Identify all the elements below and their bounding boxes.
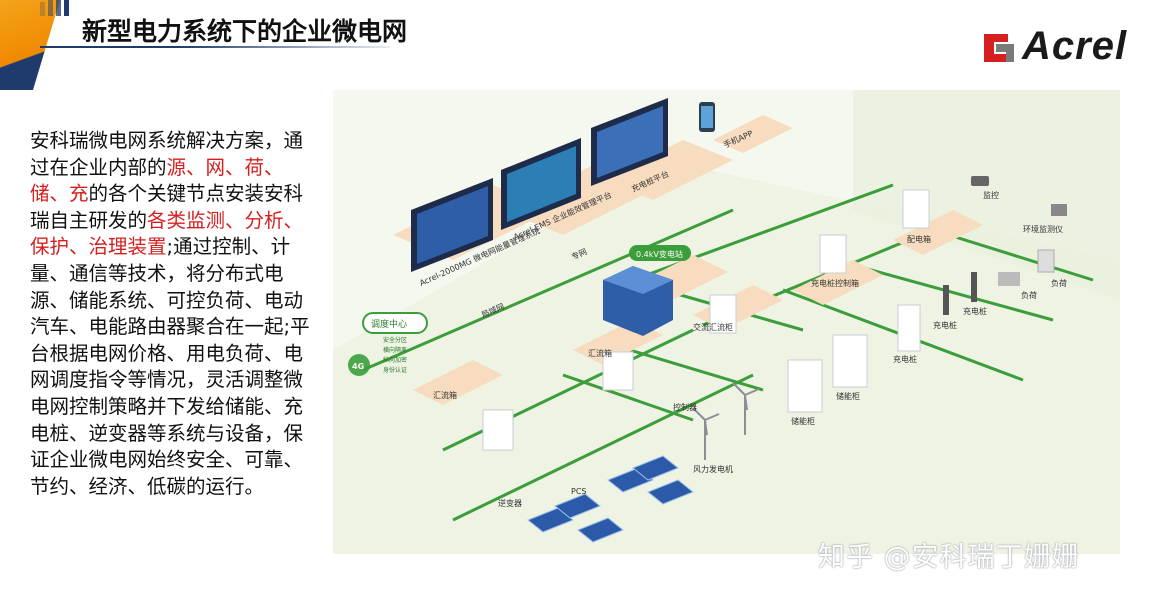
platform-screens (411, 98, 715, 272)
transformer-badge (629, 245, 691, 261)
camera-icon (971, 176, 989, 186)
watermark: 知乎 @安科瑞丁姗姗 (818, 542, 1080, 573)
storage-2-label: 储能柜 (836, 391, 860, 401)
ac-cabinet-label: 交流汇流柜 (693, 322, 733, 332)
storage-1-label: 储能柜 (791, 416, 815, 426)
load-icon (1037, 249, 1055, 273)
title-underline (40, 46, 390, 48)
field-devices (943, 176, 1067, 315)
acrel-logo-icon (984, 34, 1014, 62)
charger-icon (971, 272, 977, 302)
pcs-label: PCS (571, 487, 587, 496)
charger-3-label: 充电桩 (963, 306, 987, 316)
page-title: 新型电力系统下的企业微电网 (82, 17, 408, 46)
net-4g-label: 4G (352, 362, 364, 371)
combiner-2-label: 汇流箱 (588, 348, 612, 358)
solar-panels (527, 455, 694, 543)
description-seg-3: 的各个关键节点安装安科瑞自主研发的 (30, 182, 304, 232)
description-highlight-1: 源、网、荷、储、充 (30, 155, 284, 206)
dispatch-center-label: 调度中心 (371, 318, 407, 330)
description-highlight-2: 各类监测、分析、保护、治理装置 (30, 208, 304, 259)
transformer-label: 0.4kV变电站 (636, 249, 683, 259)
transformer-station (603, 266, 673, 336)
load-icon (998, 272, 1020, 286)
wind-turbines (692, 382, 760, 460)
description-text: 安科瑞微电网系统解决方案，通过在企业内部的源、网、荷、储、充的各个关键节点安装安… (30, 128, 322, 500)
brand-name: Acrel (1022, 24, 1128, 68)
tag-1: 安全分区 (383, 336, 407, 344)
wall-plane (853, 90, 1120, 300)
wind-power-label: 风力发电机 (693, 464, 733, 474)
description-seg-5: ;通过控制、计量、通信等技术，将分布式电源、储能系统、可控负荷、电动汽车、电能路… (30, 235, 310, 498)
dispatch-center-badge (348, 312, 428, 376)
tag-4: 身份认证 (383, 366, 407, 374)
charger-1-label: 充电桩 (893, 354, 917, 364)
floor-plane (333, 160, 1120, 554)
charger-icon (943, 285, 949, 315)
description-seg-1: 安科瑞微电网系统解决方案，通过在企业内部的 (30, 129, 304, 179)
tag-2: 横向隔离 (383, 346, 407, 354)
tag-3: 纵向加密 (383, 356, 407, 364)
load-1-label: 负荷 (1021, 290, 1037, 300)
monitor-label: 监控 (983, 190, 999, 200)
charger-2-label: 充电桩 (933, 320, 957, 330)
inverter-label: 逆变器 (498, 498, 522, 508)
wind-controller-label: 控制器 (673, 402, 697, 412)
combiner-1-label: 汇流箱 (433, 390, 457, 400)
microgrid-diagram-canvas: Acrel-2000MG 微电网能量管理系统 Acrel-EMS 企业能效管理平… (333, 90, 1120, 554)
env-monitor-label: 环境监测仪 (1023, 224, 1063, 234)
env-monitor-icon (1051, 204, 1067, 216)
distribution-box-label: 配电箱 (907, 234, 931, 244)
cabinets (482, 189, 930, 451)
signal-icon (348, 354, 370, 376)
load-2-label: 负荷 (1051, 278, 1067, 288)
microgrid-diagram: Acrel-2000MG 微电网能量管理系统 Acrel-EMS 企业能效管理平… (333, 90, 1120, 554)
charger-box-label: 充电桩控制箱 (811, 278, 859, 288)
